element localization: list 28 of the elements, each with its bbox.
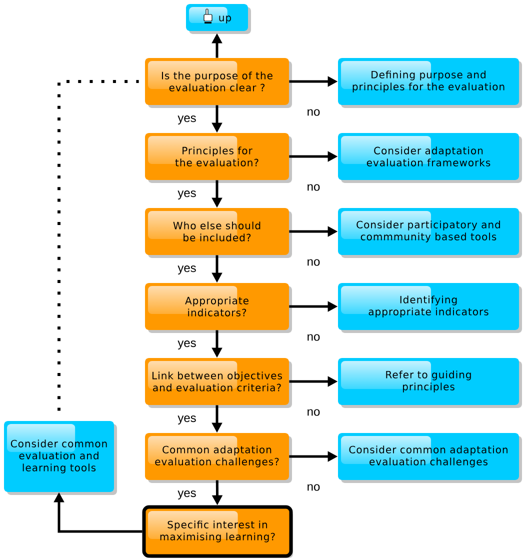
edge-label: yes [176,114,198,126]
dotted-line [58,80,139,411]
edge-label: no [306,258,322,267]
edge-label: yes [176,414,198,426]
action-box: Refer to guiding principles [338,358,522,408]
edge-label: no [306,483,322,492]
question-box: Principles for the evaluation? [145,133,292,183]
question-box: Who else should be included? [145,208,292,258]
action-box: Identifying appropriate indicators [338,283,522,333]
edge-label: no [306,108,322,117]
edge-label: yes [176,190,198,200]
edge-label: yes [176,490,198,500]
question-box: Specific interest in maximising learning? [142,505,293,558]
action-box: Defining purpose and principles for the evaluation [338,58,522,108]
edge-label: no [306,408,322,417]
question-box: Link between objectives and evaluation criteria? [145,358,292,408]
edge-label: no [306,333,322,342]
question-box: Common adaptation evaluation challenges? [145,433,292,483]
question-box: Appropriate indicators? [145,283,292,333]
question-box: Is the purpose of the evaluation clear ? [145,58,292,108]
edge-label: yes [176,340,198,350]
edge-label: no [306,183,322,192]
action-box: Consider common adaptation evaluation challenges [338,433,522,483]
action-box: Consider participatory and commmunity based tools [338,208,522,258]
action-box: Consider adaptation evaluation frameworks [338,133,522,183]
up-button: up [186,4,251,34]
edge-label: yes [176,264,198,276]
action-box: Consider common evaluation and learning tools [4,421,117,495]
